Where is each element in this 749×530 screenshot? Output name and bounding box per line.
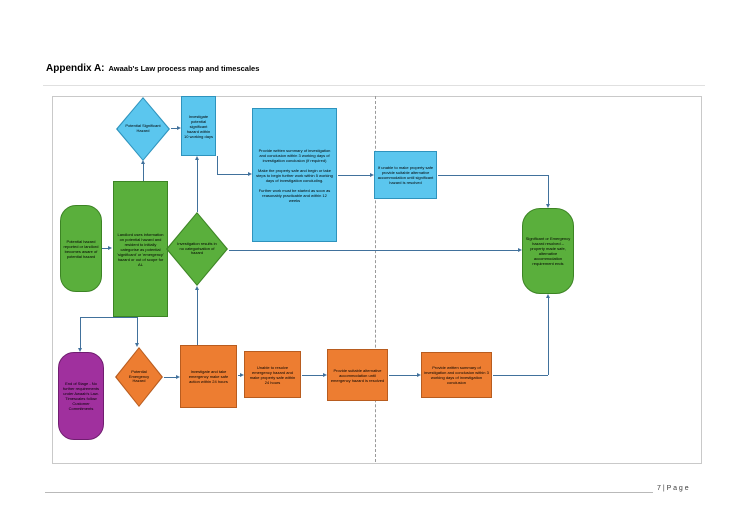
arrow-right-icon bbox=[240, 373, 244, 377]
phase-divider-dashed-line bbox=[375, 96, 376, 462]
node-potential-significant-hazard: Potential Significant Hazard bbox=[116, 97, 170, 161]
node-landlord-categorise-label: Landlord uses information on potential h… bbox=[117, 231, 164, 267]
node-significant-actions: Provide written summary of investigation… bbox=[252, 108, 337, 242]
node-investigate-significant: Investigate potential significant hazard… bbox=[181, 96, 216, 156]
node-hazard-reported-label: Potential hazard reported or landlord be… bbox=[63, 238, 99, 259]
significant-actions-paragraph-1: Provide written summary of investigation… bbox=[258, 147, 331, 163]
arrow-right-icon bbox=[177, 126, 181, 130]
arrow-up-icon bbox=[546, 294, 550, 298]
node-hazard-reported: Potential hazard reported or landlord be… bbox=[60, 205, 102, 292]
node-unable-to-resolve: Unable to resolve emergency hazard and m… bbox=[244, 351, 301, 398]
appendix-label: Appendix A: bbox=[46, 63, 105, 74]
node-if-unable-make-safe: If unable to make property safe provide … bbox=[374, 151, 437, 199]
node-unable-to-resolve-label: Unable to resolve emergency hazard and m… bbox=[249, 364, 296, 385]
connector-line bbox=[102, 248, 109, 249]
connector-line bbox=[197, 290, 198, 345]
connector-line bbox=[137, 317, 138, 343]
node-hazard-resolved: Significant or Emergency hazard resolved… bbox=[522, 208, 574, 294]
connector-line bbox=[217, 156, 218, 174]
node-potential-emergency-hazard-label: Potential Emergency Hazard bbox=[128, 368, 150, 384]
arrow-right-icon bbox=[248, 172, 252, 176]
node-emergency-alt-accommodation-label: Provide suitable alternative accommodati… bbox=[330, 367, 385, 383]
arrow-right-icon bbox=[176, 375, 180, 379]
node-emergency-alt-accommodation: Provide suitable alternative accommodati… bbox=[327, 349, 388, 401]
arrow-right-icon bbox=[417, 373, 421, 377]
connector-line bbox=[548, 175, 549, 204]
connector-line bbox=[229, 250, 518, 251]
significant-actions-paragraph-3: Further work must be started as soon as … bbox=[258, 187, 331, 203]
arrow-down-icon bbox=[135, 343, 139, 347]
connector-line bbox=[302, 375, 323, 376]
connector-line bbox=[80, 317, 138, 318]
connector-line bbox=[143, 164, 144, 181]
arrow-right-icon bbox=[370, 173, 374, 177]
connector-line bbox=[238, 375, 240, 376]
connector-line bbox=[493, 375, 548, 376]
connector-line bbox=[171, 128, 177, 129]
node-potential-significant-hazard-label: Potential Significant Hazard bbox=[125, 123, 161, 133]
connector-line bbox=[80, 317, 81, 348]
significant-actions-paragraph-2: Make the property safe and begin or take… bbox=[256, 167, 333, 183]
node-investigate-emergency-label: Investigate and take emergency make safe… bbox=[188, 369, 229, 384]
arrow-up-icon bbox=[195, 156, 199, 160]
arrow-up-icon bbox=[195, 286, 199, 290]
node-hazard-resolved-label: Significant or Emergency hazard resolved… bbox=[525, 236, 571, 266]
connector-line bbox=[197, 160, 198, 212]
arrow-right-icon bbox=[518, 248, 522, 252]
page-number: 7 | P a g e bbox=[657, 485, 689, 492]
node-investigate-significant-label: Investigate potential significant hazard… bbox=[184, 113, 213, 139]
footer-divider bbox=[45, 492, 653, 493]
arrow-right-icon bbox=[323, 373, 327, 377]
connector-line bbox=[548, 298, 549, 375]
connector-line bbox=[217, 174, 248, 175]
node-investigate-emergency: Investigate and take emergency make safe… bbox=[180, 345, 237, 408]
node-end-of-stage: End of Stage - No further requirements u… bbox=[58, 352, 104, 440]
node-emergency-written-summary-label: Provide written summary of investigation… bbox=[424, 365, 489, 385]
page-title: Appendix A: Awaab's Law process map and … bbox=[46, 63, 259, 74]
connector-line bbox=[389, 375, 417, 376]
connector-line bbox=[338, 175, 370, 176]
node-emergency-written-summary: Provide written summary of investigation… bbox=[421, 352, 492, 398]
node-landlord-categorise: Landlord uses information on potential h… bbox=[113, 181, 168, 317]
heading-divider bbox=[43, 85, 705, 86]
appendix-subtitle: Awaab's Law process map and timescales bbox=[108, 64, 260, 73]
arrow-right-icon bbox=[108, 246, 112, 250]
connector-line bbox=[438, 175, 548, 176]
node-no-categorisation: Investigation results in no categorisati… bbox=[166, 212, 228, 286]
arrow-down-icon bbox=[546, 204, 550, 208]
node-potential-emergency-hazard: Potential Emergency Hazard bbox=[115, 347, 163, 407]
arrow-down-icon bbox=[78, 348, 82, 352]
node-no-categorisation-label: Investigation results in no categorisati… bbox=[177, 240, 217, 256]
node-if-unable-make-safe-label: If unable to make property safe provide … bbox=[377, 165, 434, 185]
node-end-of-stage-label: End of Stage - No further requirements u… bbox=[62, 381, 99, 411]
connector-line bbox=[164, 377, 176, 378]
arrow-up-icon bbox=[141, 160, 145, 164]
